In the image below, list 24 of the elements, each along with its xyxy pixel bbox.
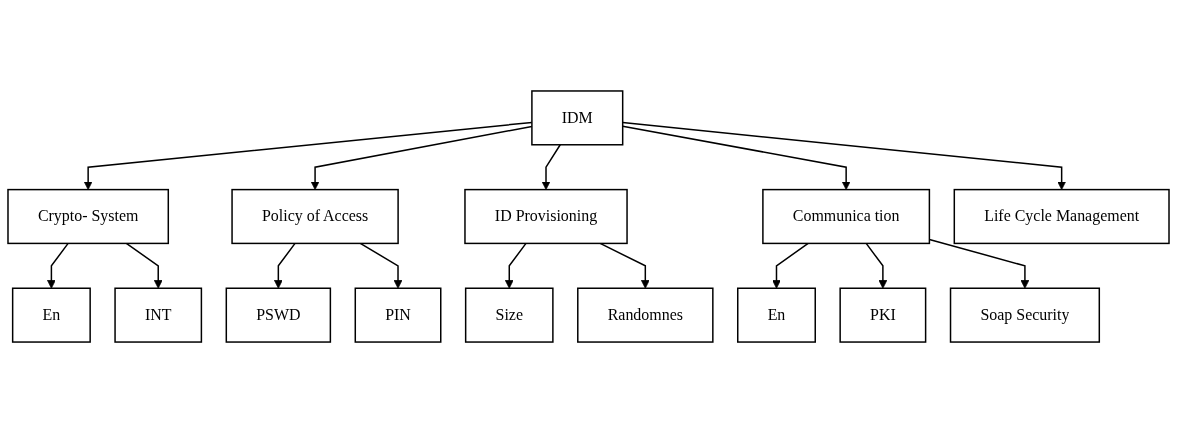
node-box: ID Provisioning — [464, 188, 628, 245]
node-box: Crypto- System — [7, 188, 170, 245]
node-box: En — [737, 287, 816, 343]
node-box: Randomnes — [577, 287, 714, 343]
arrow — [47, 242, 69, 289]
arrow — [273, 242, 296, 289]
arrow — [865, 242, 888, 289]
node-box: PSWD — [225, 287, 332, 343]
node-box: Communica tion — [762, 188, 931, 245]
node-box: Size — [464, 287, 554, 343]
node-box: Policy of Access — [231, 188, 399, 245]
node-box: Soap Security — [949, 287, 1101, 343]
arrow — [125, 242, 163, 289]
node-box: IDM — [531, 90, 624, 146]
node-box: INT — [114, 287, 203, 343]
arrow — [772, 242, 809, 289]
node-box: PKI — [839, 287, 927, 343]
arrow — [599, 242, 650, 289]
arrow — [359, 242, 403, 289]
node-box: Life Cycle Management — [953, 188, 1170, 245]
arrow — [541, 144, 561, 190]
arrow — [504, 242, 527, 289]
node-box: PIN — [354, 287, 442, 343]
node-box: En — [11, 287, 91, 343]
